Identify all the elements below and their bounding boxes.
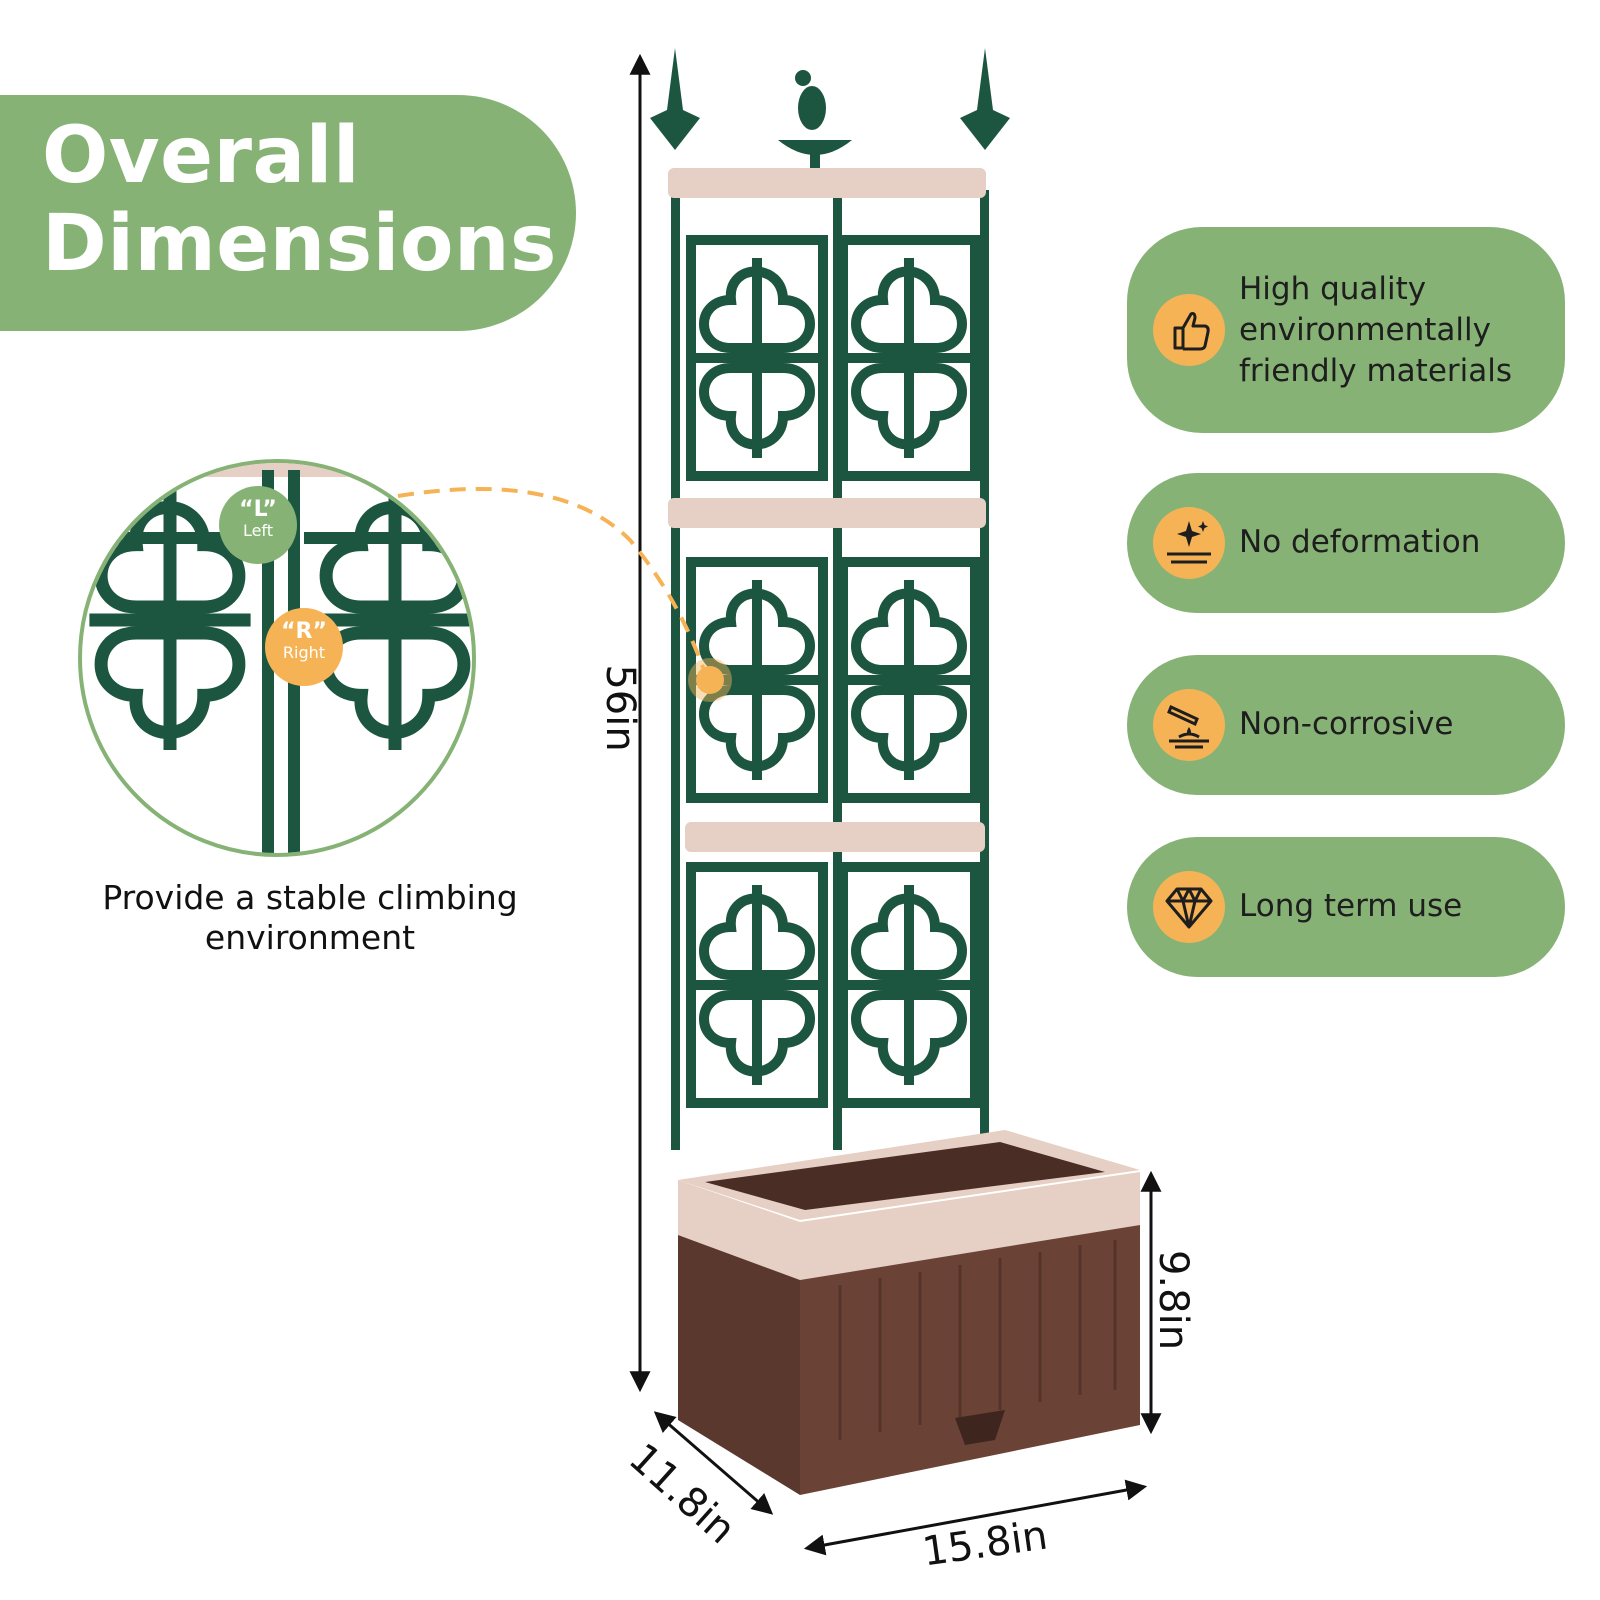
corrosion-drop-icon	[1153, 689, 1225, 761]
drain-spout	[955, 1410, 1005, 1445]
width-dimension-line	[803, 1479, 1148, 1556]
page-title: Overall Dimensions	[42, 112, 557, 288]
title-banner	[0, 95, 576, 331]
box-height-label: 9.8in	[1150, 1249, 1196, 1351]
feature-corrosion: Non-corrosive	[1127, 655, 1565, 795]
left-tag-letter: “L”	[239, 497, 277, 522]
height-label: 56in	[597, 664, 643, 752]
feature-deformation: No deformation	[1127, 473, 1565, 613]
feature-label-corrosion: Non-corrosive	[1239, 706, 1454, 742]
right-tag-word: Right	[282, 643, 326, 662]
left-finial	[650, 48, 700, 150]
thumbs-up-icon	[1153, 294, 1225, 366]
detail-caption: Provide a stable climbing environment	[102, 878, 518, 957]
crossbar-top	[668, 168, 986, 198]
depth-dimension-line	[653, 1411, 774, 1515]
trellis-frame	[650, 48, 1010, 1150]
right-tag-letter: “R”	[281, 619, 327, 644]
bird-ornament	[778, 70, 852, 180]
crossbar-middle	[668, 498, 986, 528]
feature-materials: High quality environmentally friendly ma…	[1127, 227, 1565, 433]
left-side-tag: “L” Left	[219, 486, 297, 564]
sparkle-surface-icon	[1153, 507, 1225, 579]
title-line-1: Overall	[42, 111, 361, 201]
planter-box	[678, 1130, 1140, 1495]
feature-longevity: Long term use	[1127, 837, 1565, 977]
title-line-2: Dimensions	[42, 199, 557, 289]
right-side-tag: “R” Right	[265, 608, 343, 686]
crossbar-lower	[685, 822, 985, 852]
feature-label-deformation: No deformation	[1239, 524, 1481, 560]
diamond-icon	[1153, 871, 1225, 943]
feature-label-materials: High quality environmentally friendly ma…	[1239, 271, 1513, 389]
feature-label-longevity: Long term use	[1239, 888, 1463, 924]
left-tag-word: Left	[242, 521, 274, 540]
right-finial	[960, 48, 1010, 150]
callout-line	[397, 487, 708, 677]
